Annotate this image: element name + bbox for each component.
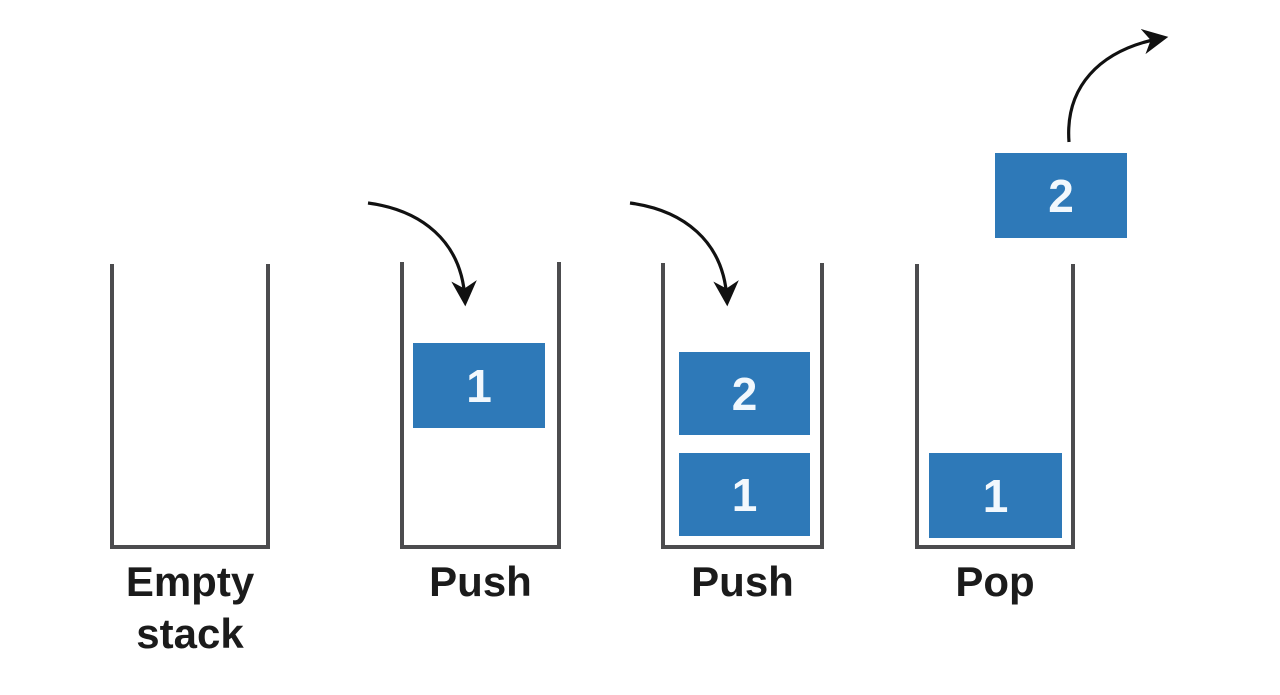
- stack-element-box: 1: [679, 453, 810, 536]
- stack-element-box: 1: [929, 453, 1062, 538]
- panel-label-empty-stack: Empty stack: [125, 558, 255, 658]
- stack-well-empty: [110, 264, 270, 549]
- stack-well-push-first: [400, 262, 561, 549]
- panel-label-pop: Pop: [955, 558, 1035, 605]
- panel-label-push-second: Push: [691, 558, 794, 605]
- panel-label-push-first: Push: [429, 558, 532, 605]
- popped-element-box: 2: [995, 153, 1127, 238]
- stack-well-push-second: [661, 263, 824, 549]
- stack-well-pop: [915, 264, 1075, 549]
- stack-element-box: 1: [413, 343, 545, 428]
- stack-element-box: 2: [679, 352, 810, 435]
- pop-arrow-icon: [1067, 28, 1169, 143]
